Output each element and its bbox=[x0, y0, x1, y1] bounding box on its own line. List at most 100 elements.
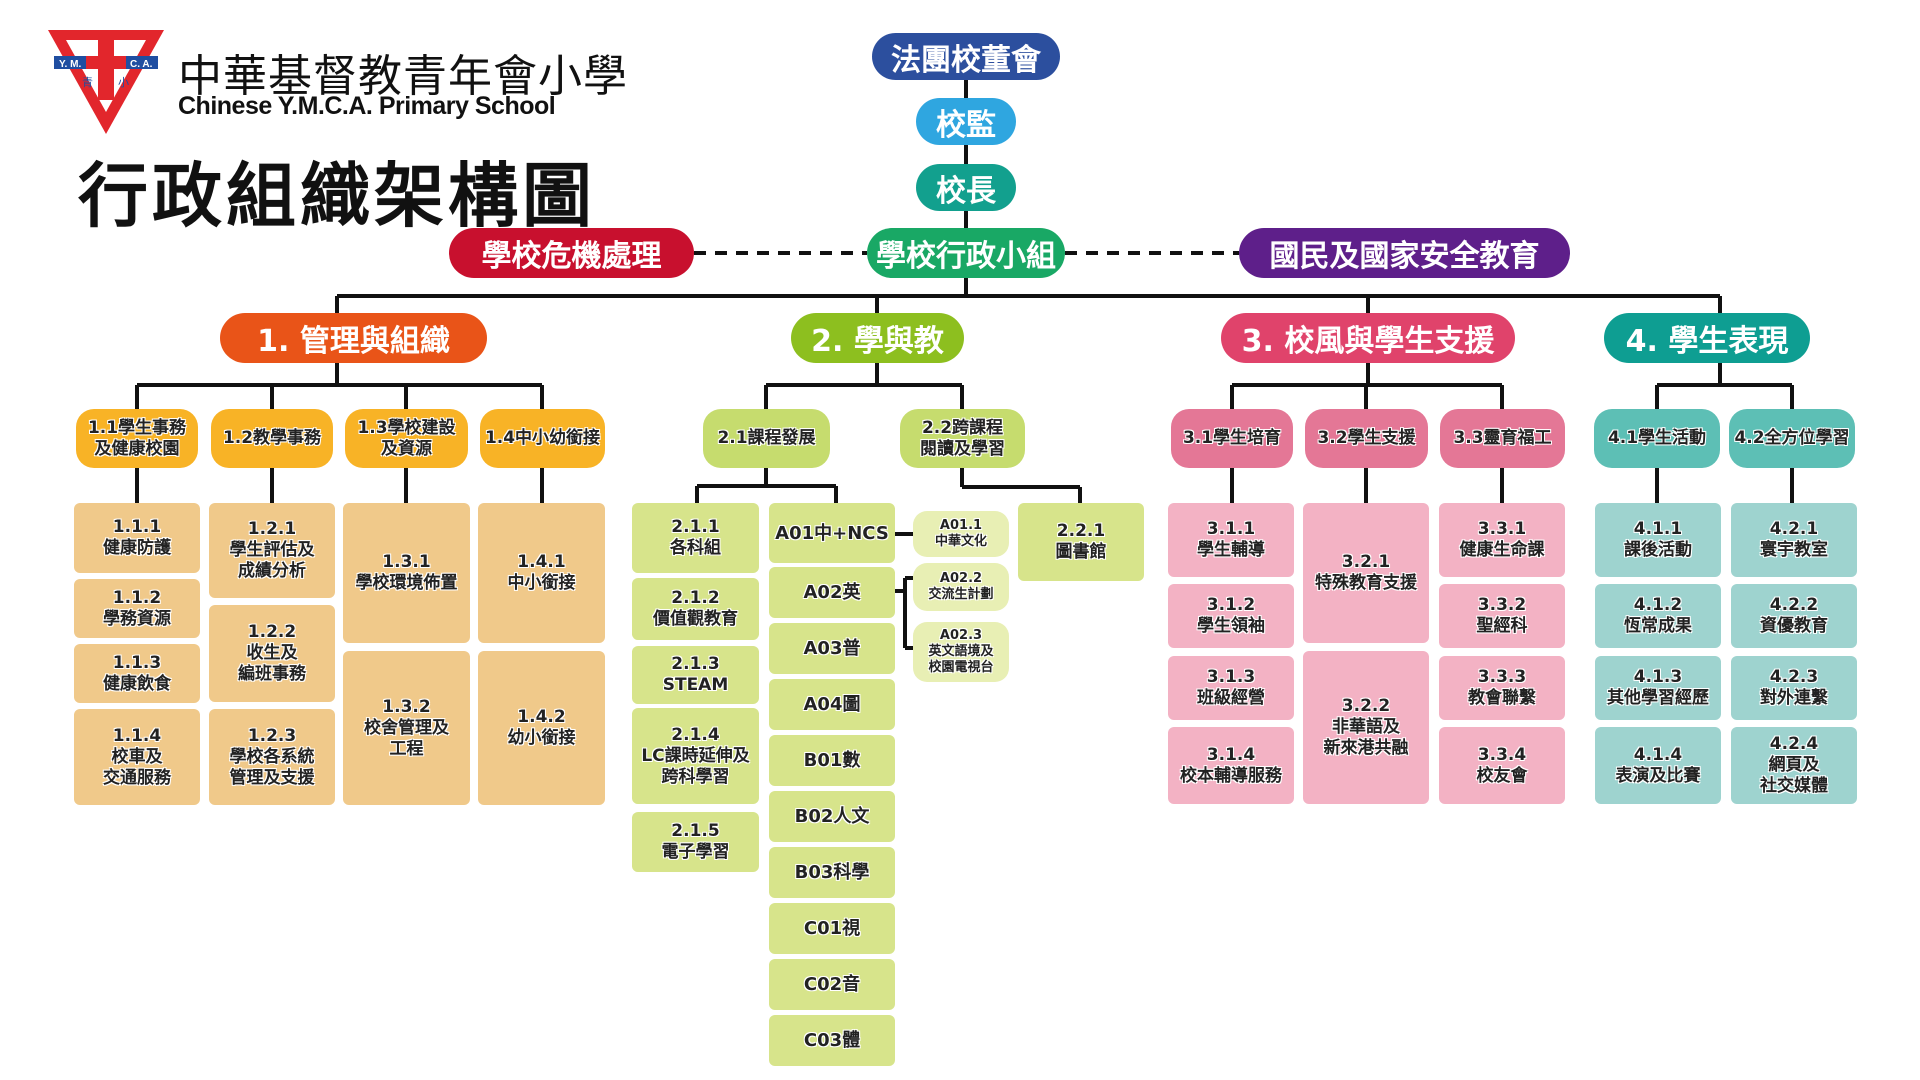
leaf-name: 校車及 交通服務 bbox=[103, 746, 171, 788]
leaf-name: 學校各系統 管理及支援 bbox=[229, 746, 315, 788]
leaf-code: 1.1.4 bbox=[112, 725, 162, 746]
leaf-code: 1.3.2 bbox=[382, 696, 431, 717]
logo-text-left: Y. M. bbox=[59, 59, 81, 70]
group-3-1: 3.1學生培育 bbox=[1171, 409, 1293, 468]
leaf-code: 1.3.1 bbox=[382, 552, 431, 572]
leaf-code: 3.3.4 bbox=[1477, 744, 1527, 765]
leaf-code: 1.2.3 bbox=[247, 725, 297, 746]
subject-a02: A02英 bbox=[769, 567, 895, 618]
leaf-name: LC課時延伸及 跨科學習 bbox=[641, 745, 750, 787]
leaf-code: 4.1.1 bbox=[1633, 519, 1683, 539]
node-supervisor-label: 校監 bbox=[936, 107, 996, 143]
node-admin-group: 學校行政小組 bbox=[867, 228, 1065, 278]
group-label: 2.2跨課程 閱讀及學習 bbox=[920, 417, 1005, 459]
group-label: 3.3靈育福工 bbox=[1453, 428, 1552, 448]
subject-label: C03體 bbox=[803, 1030, 861, 1051]
leaf-name: 非華語及 新來港共融 bbox=[1323, 717, 1409, 758]
dept-3-header: 3. 校風與學生支援 bbox=[1221, 313, 1515, 363]
leaf-name: 校本輔導服務 bbox=[1180, 765, 1282, 786]
node-national-security: 國民及國家安全教育 bbox=[1239, 228, 1570, 278]
leaf-code: 1.4.2 bbox=[517, 707, 566, 727]
subject-b03: B03科學 bbox=[769, 847, 895, 898]
group-1-1: 1.1學生事務 及健康校園 bbox=[76, 409, 198, 468]
group-label: 4.1學生活動 bbox=[1607, 428, 1707, 448]
group-2-2: 2.2跨課程 閱讀及學習 bbox=[900, 409, 1025, 468]
subject-b01: B01數 bbox=[769, 735, 895, 786]
dept-2-header: 2. 學與教 bbox=[791, 313, 964, 363]
leaf-name: 網頁及 社交媒體 bbox=[1760, 755, 1828, 796]
group-4-1: 4.1學生活動 bbox=[1594, 409, 1720, 468]
node-principal: 校長 bbox=[916, 164, 1016, 211]
leaf-name: 特殊教育支援 bbox=[1315, 573, 1417, 593]
page-title: 行政組織架構圖 bbox=[78, 155, 596, 237]
leaf-name: 恆常成果 bbox=[1624, 616, 1692, 636]
subject-label: A04圖 bbox=[803, 694, 861, 715]
leaf-name: 英文語境及 校園電視台 bbox=[928, 644, 994, 675]
leaf-code: 2.1.1 bbox=[671, 517, 720, 537]
school-name-zh: 中華基督教青年會小學 bbox=[178, 51, 628, 102]
subject-a03: A03普 bbox=[769, 623, 895, 674]
leaf-code: 3.1.4 bbox=[1206, 744, 1256, 765]
leaf-name: 交流生計劃 bbox=[928, 587, 994, 602]
leaf-name: 學生評估及 成績分析 bbox=[229, 540, 315, 581]
subject-label: C02音 bbox=[803, 974, 861, 995]
node-board-label: 法團校董會 bbox=[891, 42, 1041, 78]
leaf-name: 班級經營 bbox=[1197, 688, 1265, 708]
group-label: 1.4中小幼銜接 bbox=[484, 428, 601, 448]
subject-c03: C03體 bbox=[769, 1015, 895, 1066]
dept-4-label: 4. 學生表現 bbox=[1625, 324, 1789, 359]
subject-label: A01中+NCS bbox=[775, 522, 889, 544]
leaf-code: 1.1.3 bbox=[112, 652, 162, 673]
leaf-name: 健康防護 bbox=[103, 538, 171, 558]
subject-c02: C02音 bbox=[769, 959, 895, 1010]
logo-char-left: 青 bbox=[82, 76, 93, 89]
leaf-code: 4.1.4 bbox=[1633, 744, 1683, 765]
node-crisis-label: 學校危機處理 bbox=[481, 239, 662, 274]
leaf-code: 3.2.1 bbox=[1341, 552, 1391, 572]
leaf-name: 幼小銜接 bbox=[507, 728, 576, 748]
leaf-name: 圖書館 bbox=[1055, 542, 1107, 562]
subject-c01: C01視 bbox=[769, 903, 895, 954]
dept-2-label: 2. 學與教 bbox=[811, 324, 944, 359]
leaf-name: 各科組 bbox=[670, 538, 721, 558]
logo-char-right: 小 bbox=[118, 76, 129, 89]
dept-3-label: 3. 校風與學生支援 bbox=[1241, 324, 1495, 359]
leaf-code: 4.1.2 bbox=[1633, 595, 1683, 615]
leaf-code: 2.1.5 bbox=[671, 821, 720, 841]
leaf-code: 4.2.4 bbox=[1769, 734, 1819, 754]
group-label: 3.2學生支援 bbox=[1317, 428, 1416, 448]
leaf-code: 3.2.2 bbox=[1341, 696, 1391, 716]
group-4-2: 4.2全方位學習 bbox=[1729, 409, 1855, 468]
node-supervisor: 校監 bbox=[916, 98, 1016, 145]
node-board: 法團校董會 bbox=[872, 33, 1060, 80]
leaf-name: 學生領袖 bbox=[1197, 616, 1265, 636]
leaf-code: 4.2.3 bbox=[1769, 667, 1819, 687]
leaf-name: 對外連繫 bbox=[1760, 688, 1828, 708]
group-label: 1.3學校建設 及資源 bbox=[357, 417, 456, 459]
subject-label: B03科學 bbox=[794, 862, 870, 883]
leaf-name: 教會聯繫 bbox=[1468, 688, 1536, 708]
leaf-name: 健康生命課 bbox=[1459, 540, 1545, 560]
node-national-security-label: 國民及國家安全教育 bbox=[1269, 239, 1540, 274]
group-label: 1.2教學事務 bbox=[222, 428, 322, 448]
leaf-code: 1.2.2 bbox=[247, 622, 297, 642]
group-2-1: 2.1課程發展 bbox=[703, 409, 830, 468]
leaf-code: 3.1.2 bbox=[1206, 595, 1256, 615]
